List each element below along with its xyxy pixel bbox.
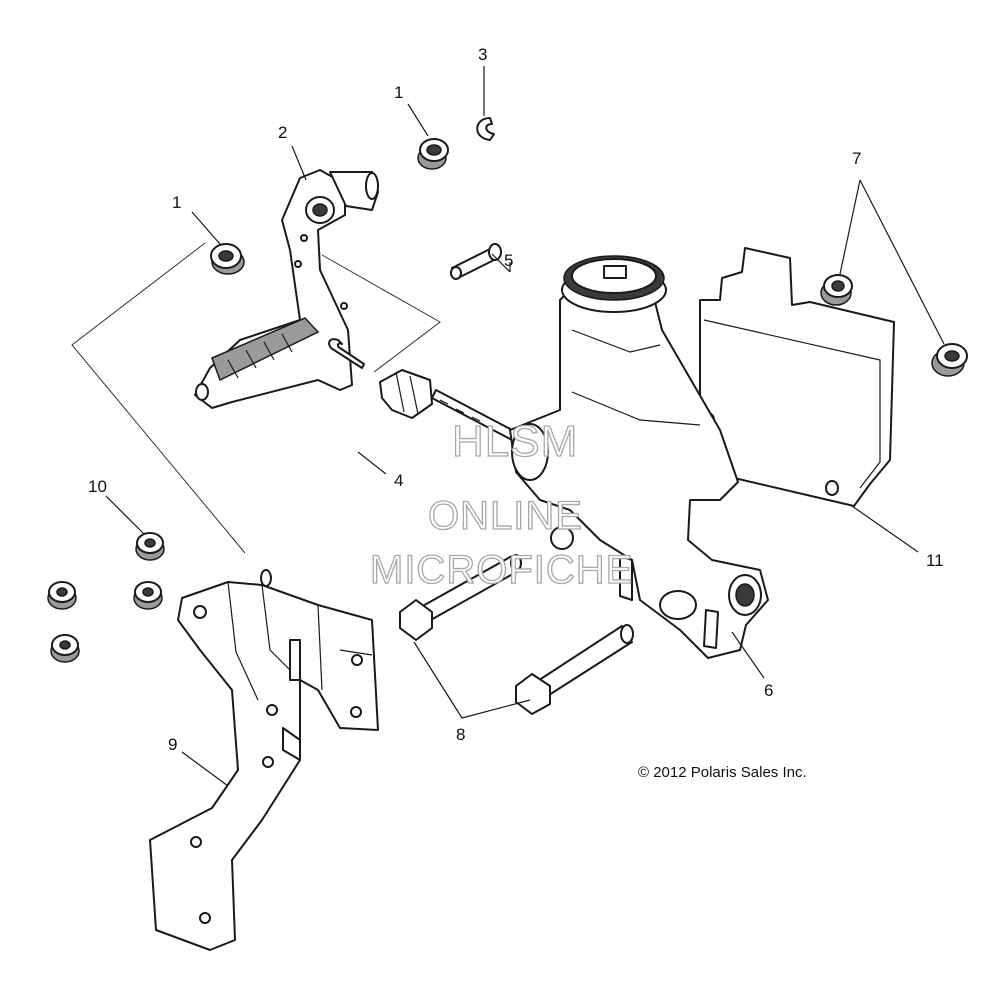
flange-bolt — [399, 554, 522, 641]
callout-6: 6 — [764, 681, 774, 700]
leader-line — [491, 253, 511, 273]
callout-4: 4 — [394, 471, 404, 490]
bushing — [931, 343, 968, 377]
brake-pedal — [194, 169, 379, 409]
callout-1-left: 1 — [172, 193, 182, 212]
watermark-line-3: MICROFICHE — [369, 548, 634, 592]
callout-11: 11 — [926, 551, 944, 570]
leader-line — [839, 179, 861, 275]
cotter-pin — [328, 338, 365, 369]
watermark-line-1: HLSM — [451, 417, 579, 466]
clevis-pin — [450, 243, 502, 280]
flange-nut — [133, 581, 163, 610]
watermark-line-2: ONLINE — [427, 494, 583, 538]
callout-3: 3 — [478, 45, 488, 64]
pedal-bracket — [149, 569, 379, 951]
bushing — [820, 274, 853, 306]
leader-line — [731, 631, 765, 679]
leader-line — [105, 495, 145, 535]
leader-line — [357, 451, 387, 475]
copyright-notice: © 2012 Polaris Sales Inc. — [638, 764, 807, 781]
flange-bolt — [515, 624, 634, 715]
bushing — [210, 243, 245, 275]
flange-nut — [47, 581, 77, 610]
phantom-line — [321, 254, 441, 373]
clevis-pushrod — [379, 369, 517, 441]
callout-10: 10 — [88, 477, 107, 496]
phantom-line — [71, 242, 246, 554]
callout-2: 2 — [278, 123, 288, 142]
callout-7: 7 — [852, 149, 862, 168]
master-cylinder — [509, 255, 769, 659]
callout-9: 9 — [168, 735, 178, 754]
leader-line — [291, 145, 307, 181]
leader-line — [181, 751, 229, 787]
leader-line — [413, 641, 531, 719]
callout-1-top: 1 — [394, 83, 404, 102]
flange-nut — [50, 634, 80, 663]
callout-5: 5 — [504, 251, 514, 270]
leader-line — [191, 211, 221, 245]
e-clip — [476, 117, 495, 141]
flange-nut — [135, 532, 165, 561]
callout-8: 8 — [456, 725, 466, 744]
leader-line — [851, 505, 919, 553]
leader-line — [407, 103, 429, 137]
bushing — [417, 138, 449, 170]
leader-line — [859, 179, 945, 345]
